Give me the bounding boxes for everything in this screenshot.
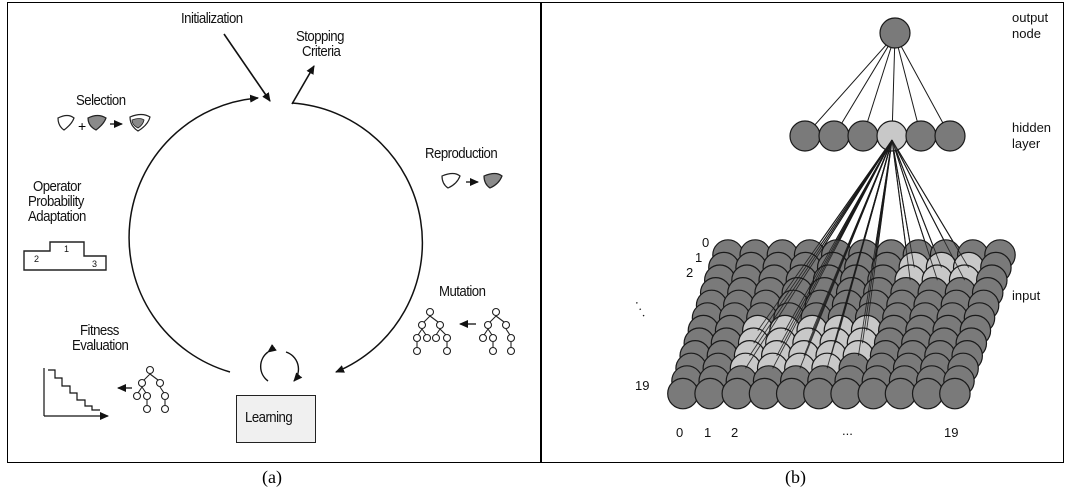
svg-text:+: + [78, 118, 86, 134]
stopping-criteria-label-line1: Stopping [296, 28, 344, 45]
col-tick-dots: ... [842, 423, 853, 438]
hidden-node [934, 120, 966, 152]
reproduction-label: Reproduction [425, 145, 498, 162]
hidden-input-connection-overlay [753, 139, 893, 344]
caption-b: (b) [785, 467, 806, 487]
learning-box [236, 395, 316, 443]
hidden-input-connection-overlay [891, 139, 915, 268]
input-node [884, 377, 917, 410]
output-hidden-connection [862, 34, 896, 137]
operator-label-line3: Adaptation [28, 208, 86, 225]
cycle-arc-left [128, 94, 259, 373]
input-node [721, 377, 754, 410]
row-tick-0: 0 [702, 235, 710, 250]
hidden-input-connection-overlay [891, 139, 938, 281]
panel-b-frame [540, 2, 1064, 463]
col-tick-0: 0 [676, 425, 684, 440]
reproduction-icon [441, 172, 503, 189]
output-hidden-connection [894, 34, 922, 137]
input-node [911, 377, 944, 410]
hidden-input-connection-overlay [772, 139, 893, 369]
fitness-label-line2: Evaluation [72, 337, 129, 354]
col-tick-1: 1 [704, 425, 712, 440]
row-tick-1: 1 [695, 250, 703, 265]
neural-network-diagram [667, 17, 1016, 410]
input-node [939, 377, 971, 410]
col-tick-2: 2 [731, 425, 739, 440]
podium-first: 1 [64, 244, 70, 254]
input-node [857, 377, 890, 410]
hidden-node [876, 120, 908, 152]
hidden-input-connection-overlay [826, 139, 893, 369]
fitness-tree-icon [117, 365, 170, 414]
learning-label: Learning [245, 409, 293, 426]
hidden-node [818, 120, 850, 152]
input-layer-label: input [1012, 288, 1041, 303]
stopping-criteria-label-line2: Criteria [302, 43, 341, 60]
learning-cycle-left [259, 344, 277, 382]
operator-label-line1: Operator [33, 178, 81, 195]
row-tick-19: 19 [635, 378, 650, 393]
hidden-input-connection-overlay [757, 139, 893, 331]
output-hidden-connection [833, 34, 896, 137]
output-hidden-connection [891, 34, 896, 137]
mutation-tree-icon [412, 307, 516, 356]
podium-second: 2 [34, 254, 40, 264]
nodes [667, 17, 1016, 410]
hidden-input-connection-overlay [857, 139, 893, 356]
hidden-input-connection-overlay [891, 139, 965, 281]
hidden-input-connection-overlay [891, 139, 970, 268]
stopping-arrow [291, 65, 315, 105]
selection-label: Selection [76, 92, 126, 109]
learning-cycle-right [285, 351, 303, 382]
hidden-node [789, 120, 821, 152]
panel-a-frame [7, 2, 542, 463]
mutation-label: Mutation [439, 283, 486, 300]
hidden-input-connection-overlay [799, 139, 893, 369]
hidden-input-connection-overlay [891, 139, 911, 281]
input-node [667, 377, 699, 410]
hidden-node [905, 120, 937, 152]
input-node [803, 377, 835, 410]
podium-third: 3 [92, 259, 98, 269]
input-node [830, 377, 862, 410]
input-node [694, 377, 726, 410]
output-node-label-line1: output [1012, 10, 1049, 25]
hidden-input-connection-overlay [745, 139, 893, 369]
caption-a: (a) [262, 467, 282, 487]
cycle-arc-right [291, 102, 424, 373]
connections-overlay [745, 139, 970, 369]
hidden-layer-label-line2: layer [1012, 136, 1041, 151]
output-node [879, 17, 911, 49]
fitness-plot-icon [43, 368, 109, 420]
output-node-label-line2: node [1012, 26, 1041, 41]
hidden-input-connection-overlay [749, 139, 893, 357]
col-tick-19: 19 [944, 425, 959, 440]
hidden-layer-label-line1: hidden [1012, 120, 1052, 135]
row-tick-2: 2 [686, 265, 694, 280]
ga-cycle-diagram: + [23, 33, 516, 420]
operator-label-line2: Probability [28, 193, 84, 210]
fitness-label-line1: Fitness [80, 322, 119, 339]
output-hidden-connection [804, 34, 896, 137]
initialization-arrow [223, 33, 271, 102]
initialization-label: Initialization [181, 10, 243, 27]
input-node [775, 377, 808, 410]
input-node [748, 377, 781, 410]
hidden-node [847, 120, 879, 152]
selection-icon: + [57, 113, 151, 134]
hidden-input-connection-overlay [891, 139, 942, 268]
podium-icon [23, 241, 107, 271]
output-hidden-connection [894, 34, 951, 137]
